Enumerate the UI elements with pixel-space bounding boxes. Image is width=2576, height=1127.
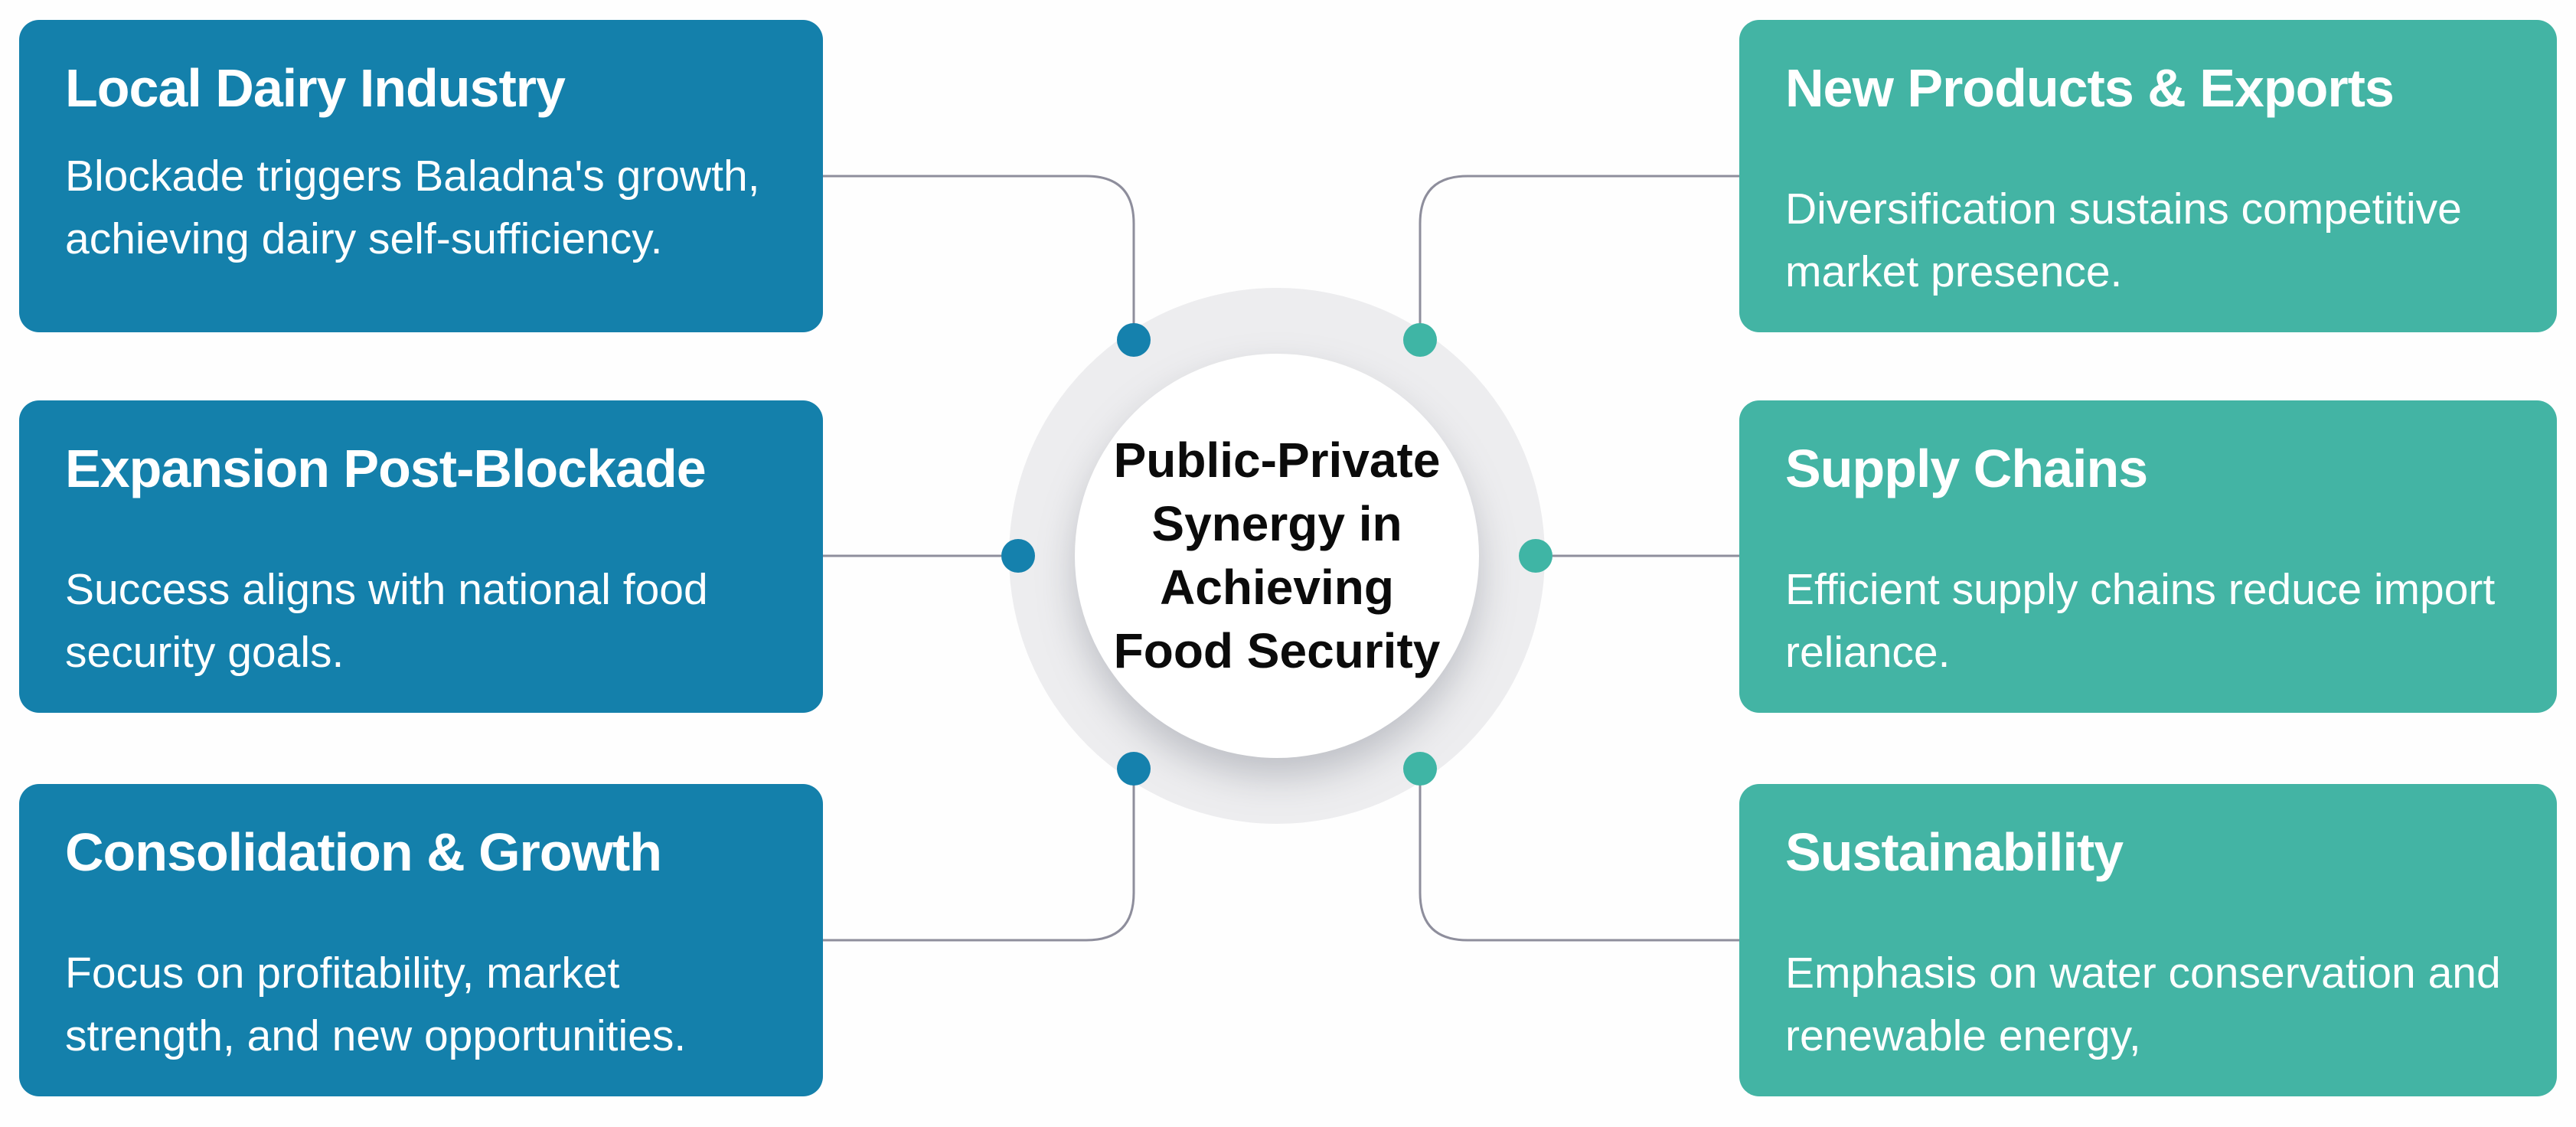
connector-line-top-left — [823, 175, 1135, 324]
node-dot-bottom-right — [1403, 752, 1437, 786]
card-body: Diversification sustains competitive mar… — [1785, 184, 2462, 297]
card-new-products-exports: New Products & Exports Diversification s… — [1739, 20, 2557, 332]
hub-title-line-4: Food Security — [1113, 623, 1441, 679]
connector-line-bottom-right — [1419, 785, 1739, 942]
node-dot-middle-right — [1519, 539, 1552, 573]
card-expansion-post-blockade: Expansion Post-Blockade Success aligns w… — [19, 400, 823, 713]
card-title: Supply Chains — [1785, 439, 2148, 498]
hub-title-line-1: Public-Private — [1113, 432, 1441, 488]
card-local-dairy-industry: Local Dairy Industry Blockade triggers B… — [19, 20, 823, 332]
hub-title-line-3: Achieving — [1160, 560, 1394, 615]
card-title: New Products & Exports — [1785, 58, 2395, 118]
hub-title: Public-Private Synergy in Achieving Food… — [1052, 354, 1502, 758]
node-dot-bottom-left — [1117, 752, 1151, 786]
card-consolidation-growth: Consolidation & Growth Focus on profitab… — [19, 784, 823, 1096]
card-body: Efficient supply chains reduce import re… — [1785, 564, 2496, 678]
hub-circle — [1075, 354, 1479, 758]
card-supply-chains: Supply Chains Efficient supply chains re… — [1739, 400, 2557, 713]
card-body: Success aligns with national food securi… — [65, 564, 708, 678]
node-dot-middle-left — [1001, 539, 1035, 573]
connector-line-top-right — [1419, 175, 1739, 324]
card-body: Emphasis on water conservation and renew… — [1785, 948, 2501, 1061]
card-body: Focus on profitability, market strength,… — [65, 948, 687, 1061]
card-sustainability: Sustainability Emphasis on water conserv… — [1739, 784, 2557, 1096]
hub-title-line-2: Synergy in — [1151, 495, 1402, 551]
card-title: Expansion Post-Blockade — [65, 439, 707, 498]
card-body: Blockade triggers Baladna's growth, achi… — [65, 151, 760, 264]
connector-line-bottom-left — [823, 785, 1135, 942]
node-dot-top-left — [1117, 323, 1151, 357]
card-title: Sustainability — [1785, 822, 2124, 882]
node-dot-top-right — [1403, 323, 1437, 357]
card-title: Local Dairy Industry — [65, 58, 566, 118]
card-title: Consolidation & Growth — [65, 822, 662, 882]
